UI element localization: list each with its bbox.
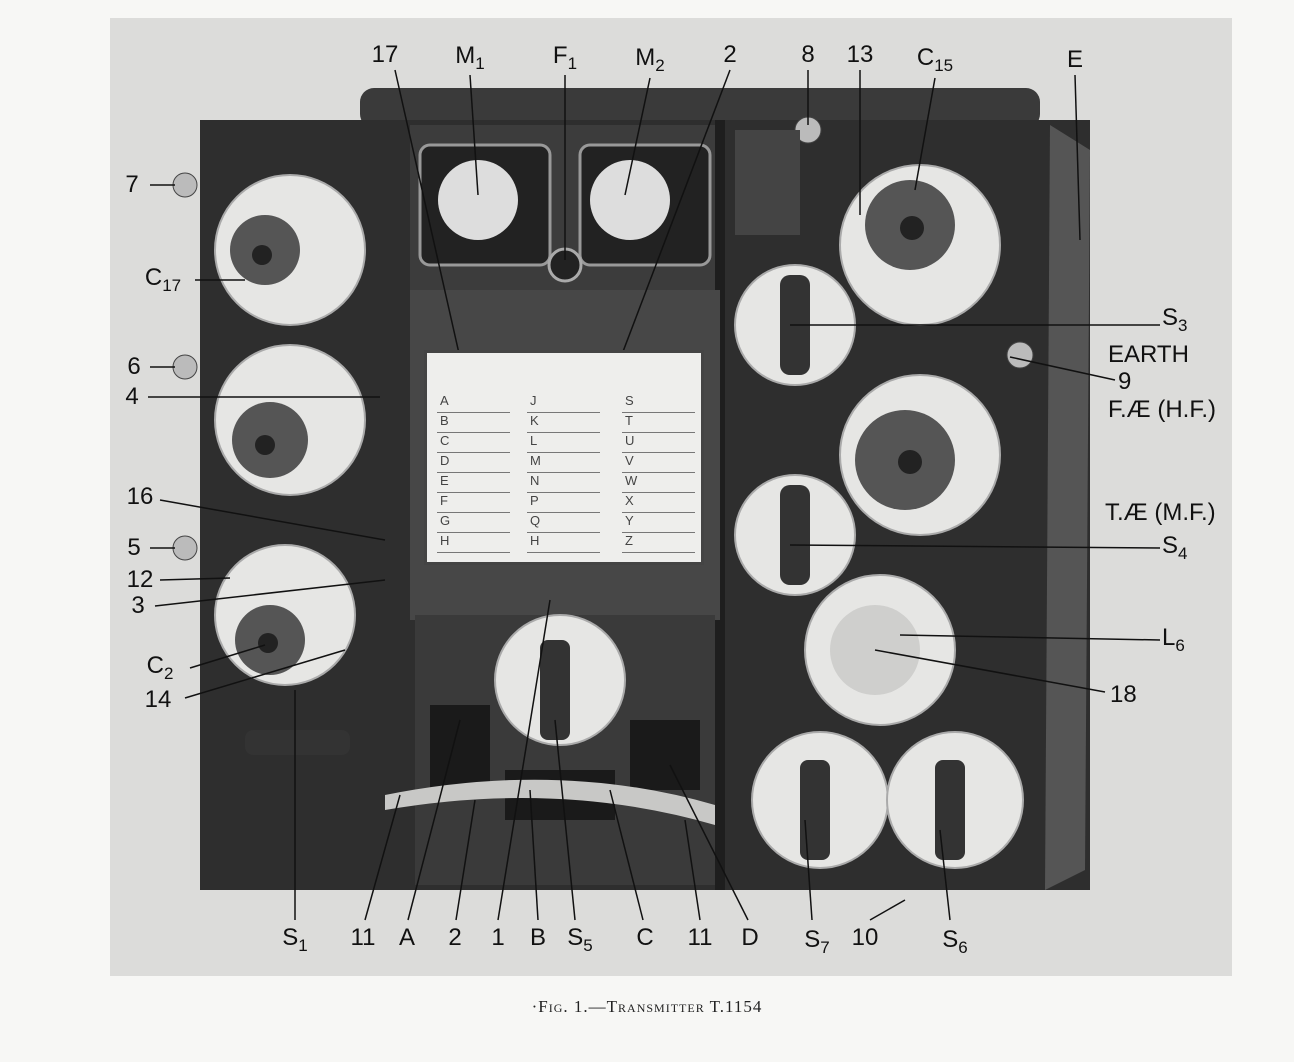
label-8: 8: [801, 41, 815, 68]
shorting-link: [385, 779, 715, 825]
label-2-bottom: 2: [448, 924, 462, 951]
meter-m2: [578, 143, 712, 267]
plate-row: V: [622, 453, 695, 473]
label-e: E: [1066, 46, 1084, 73]
label-fae-hf: F.Æ (H.F.): [1108, 396, 1216, 423]
label-c17: C17: [144, 264, 182, 295]
label-4: 4: [125, 383, 139, 410]
label-f1: F1: [552, 42, 578, 73]
plate-row: H: [527, 533, 600, 553]
label-l6: L6: [1162, 624, 1185, 655]
plate-row: P: [527, 493, 600, 513]
plate-row: K: [527, 413, 600, 433]
plate-row: S: [622, 393, 695, 413]
label-16: 16: [126, 483, 154, 510]
plate-row: N: [527, 473, 600, 493]
label-c15: C15: [916, 44, 954, 75]
label-17: 17: [371, 41, 399, 68]
label-11-left: 11: [350, 924, 376, 951]
label-s6: S6: [942, 926, 968, 957]
meter-m1: [418, 143, 552, 267]
label-c: C: [636, 924, 654, 951]
label-5: 5: [127, 534, 141, 561]
carry-handle: [360, 88, 1040, 128]
plate-row: Y: [622, 513, 695, 533]
label-9: 9: [1118, 368, 1132, 395]
figure-caption: ·Fig. 1.—Transmitter T.1154: [531, 997, 763, 1016]
label-11-right: 11: [687, 924, 713, 951]
label-a: A: [398, 924, 416, 951]
label-d: D: [741, 924, 759, 951]
label-s1: S1: [282, 924, 308, 955]
label-s3: S3: [1162, 304, 1188, 335]
label-m2: M2: [635, 44, 665, 75]
plate-row: F: [437, 493, 510, 513]
plate-row: B: [437, 413, 510, 433]
label-14: 14: [144, 686, 172, 713]
plate-row: W: [622, 473, 695, 493]
label-earth: EARTH: [1108, 341, 1189, 368]
label-10: 10: [851, 924, 879, 951]
plate-row: U: [622, 433, 695, 453]
label-tae-mf: T.Æ (M.F.): [1105, 499, 1216, 526]
label-s5: S5: [567, 924, 593, 955]
label-3: 3: [131, 592, 145, 619]
plate-row: D: [437, 453, 510, 473]
label-1: 1: [491, 924, 505, 951]
plate-row: E: [437, 473, 510, 493]
plate-row: Z: [622, 533, 695, 553]
label-s7: S7: [804, 926, 830, 957]
label-12: 12: [126, 566, 154, 593]
label-18: 18: [1110, 681, 1137, 708]
label-6: 6: [127, 353, 141, 380]
leader-lines: [148, 69, 1161, 921]
plate-row: L: [527, 433, 600, 453]
side-panel: [1045, 125, 1090, 890]
plate-row: G: [437, 513, 510, 533]
plate-row: Q: [527, 513, 600, 533]
plate-row: A: [437, 393, 510, 413]
plate-row: M: [527, 453, 600, 473]
label-2-top: 2: [723, 41, 737, 68]
label-m1: M1: [455, 42, 485, 73]
label-c2: C2: [146, 652, 174, 683]
plate-row: C: [437, 433, 510, 453]
label-b: B: [529, 924, 547, 951]
label-13: 13: [846, 41, 874, 68]
plate-row: H: [437, 533, 510, 553]
plate-row: X: [622, 493, 695, 513]
plate-row: J: [527, 393, 600, 413]
label-7: 7: [125, 171, 139, 198]
label-s4: S4: [1162, 532, 1188, 563]
plate-row: T: [622, 413, 695, 433]
